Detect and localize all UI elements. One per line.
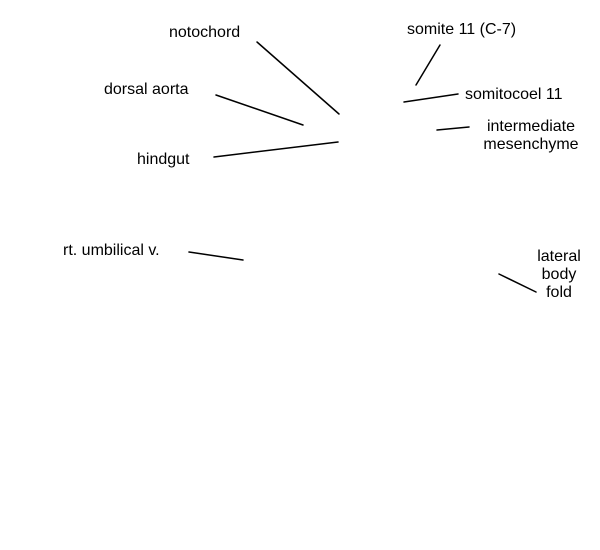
label-hindgut: hindgut (137, 151, 190, 168)
intermediate-mesenchyme-leader (436, 126, 470, 131)
somitocoel-leader (403, 93, 459, 103)
label-lateral-line3: fold (546, 284, 572, 301)
label-somite-11: somite 11 (C-7) (407, 21, 517, 38)
label-lateral-line2: body (541, 266, 577, 283)
hindgut-leader (213, 141, 339, 158)
label-notochord: notochord (169, 24, 241, 41)
lateral-body-fold-leader (498, 273, 537, 293)
label-lateral-body-fold: lateral body fold (526, 248, 592, 302)
label-intermediate-mesenchyme: intermediate mesenchyme (472, 118, 590, 154)
somite-leader (415, 44, 441, 86)
label-intermediate-line2: mesenchyme (483, 136, 579, 153)
label-lateral-line1: lateral (537, 248, 581, 265)
label-dorsal-aorta: dorsal aorta (104, 81, 189, 98)
label-rt-umbilical-vein: rt. umbilical v. (63, 242, 160, 259)
dorsal-aorta-leader (215, 94, 304, 126)
label-somitocoel-11: somitocoel 11 (465, 86, 563, 103)
umbilical-vein-leader (188, 251, 244, 261)
notochord-leader (256, 41, 340, 115)
label-intermediate-line1: intermediate (486, 118, 576, 135)
